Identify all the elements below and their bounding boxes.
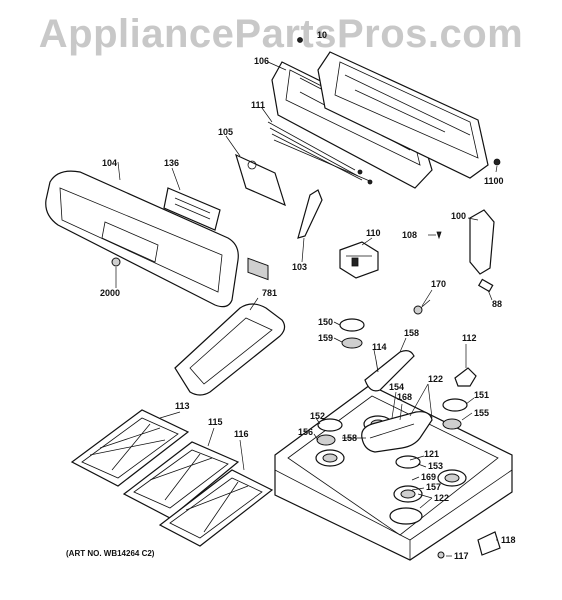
- part-152-cap: [317, 418, 343, 432]
- part-100-side-trim: [469, 209, 495, 275]
- callout-2000: 2000: [100, 288, 120, 298]
- part-105-control-board: [235, 153, 286, 281]
- callout-1100: 1100: [484, 176, 504, 186]
- part-150-cap: [339, 318, 365, 332]
- callout-115: 115: [208, 417, 223, 427]
- part-116-grate: [158, 469, 274, 547]
- part-168-oval-burner: [361, 411, 433, 453]
- callout-113: 113: [175, 401, 190, 411]
- callout-105: 105: [218, 127, 233, 137]
- watermark-text: AppliancePartsPros.com: [38, 12, 524, 56]
- part-88-spacer: [477, 278, 494, 293]
- callout-153: 153: [428, 461, 443, 471]
- callout-103: 103: [292, 262, 307, 272]
- callout-112: 112: [462, 333, 477, 343]
- callout-122-bottom: 122: [434, 493, 449, 503]
- part-781-griddle: [174, 303, 286, 396]
- leader-lines: [115, 61, 498, 557]
- part-153-insert: [395, 455, 421, 469]
- callout-151: 151: [474, 390, 489, 400]
- burner-center-front: [393, 485, 423, 503]
- burner-left-front: [315, 449, 345, 467]
- part-110-switch: [339, 241, 379, 279]
- callout-157: 157: [426, 482, 441, 492]
- callout-100: 100: [451, 211, 466, 221]
- callout-159: 159: [318, 333, 333, 343]
- callout-111: 111: [251, 100, 265, 110]
- callout-106: 106: [254, 56, 269, 66]
- callout-108: 108: [402, 230, 417, 240]
- part-115-grate: [122, 441, 240, 519]
- callout-170: 170: [431, 279, 446, 289]
- part-158-cover: [364, 350, 415, 392]
- callout-158-bottom: 158: [342, 433, 357, 443]
- callout-155: 155: [474, 408, 489, 418]
- callout-781: 781: [262, 288, 277, 298]
- callout-168: 168: [397, 392, 412, 402]
- part-112-valve: [454, 367, 477, 387]
- part-113-grate: [70, 409, 190, 487]
- callout-169: 169: [421, 472, 436, 482]
- callout-154: 154: [389, 382, 404, 392]
- part-151-cap: [442, 398, 468, 412]
- part-118-bracket: [477, 531, 501, 556]
- callout-150: 150: [318, 317, 333, 327]
- callout-118: 118: [501, 535, 516, 545]
- part-170-screw: [413, 299, 431, 315]
- part-159-head: [341, 337, 363, 349]
- part-111-harness: [267, 121, 373, 185]
- part-114-electrode: [375, 359, 379, 373]
- part-117-screw: [437, 551, 445, 559]
- part-104-control-panel: [45, 170, 239, 308]
- burner-front-bottom: [389, 507, 423, 525]
- callout-88: 88: [492, 299, 502, 309]
- callout-158-top: 158: [404, 328, 419, 338]
- part-2000-knob: [111, 257, 121, 267]
- part-155-head: [442, 418, 462, 430]
- callout-10: 10: [317, 30, 327, 40]
- part-10-screw: [297, 37, 303, 43]
- part-108-clip: [436, 231, 442, 240]
- part-1100-screw: [493, 158, 501, 166]
- part-103-bracket: [297, 189, 323, 239]
- callout-104: 104: [102, 158, 117, 168]
- part-156-head: [316, 434, 336, 446]
- callout-114: 114: [372, 342, 387, 352]
- part-rear-panel: [317, 51, 489, 179]
- callout-156: 156: [298, 427, 313, 437]
- callout-122-top: 122: [428, 374, 443, 384]
- callout-136: 136: [164, 158, 179, 168]
- callout-116: 116: [234, 429, 249, 439]
- callout-121: 121: [424, 449, 439, 459]
- callout-110: 110: [366, 228, 381, 238]
- part-136-overlay: [163, 187, 221, 231]
- burner-right-rear: [437, 469, 467, 487]
- callout-152: 152: [310, 411, 325, 421]
- callout-117: 117: [454, 551, 469, 561]
- art-number: (ART NO. WB14264 C2): [66, 549, 155, 558]
